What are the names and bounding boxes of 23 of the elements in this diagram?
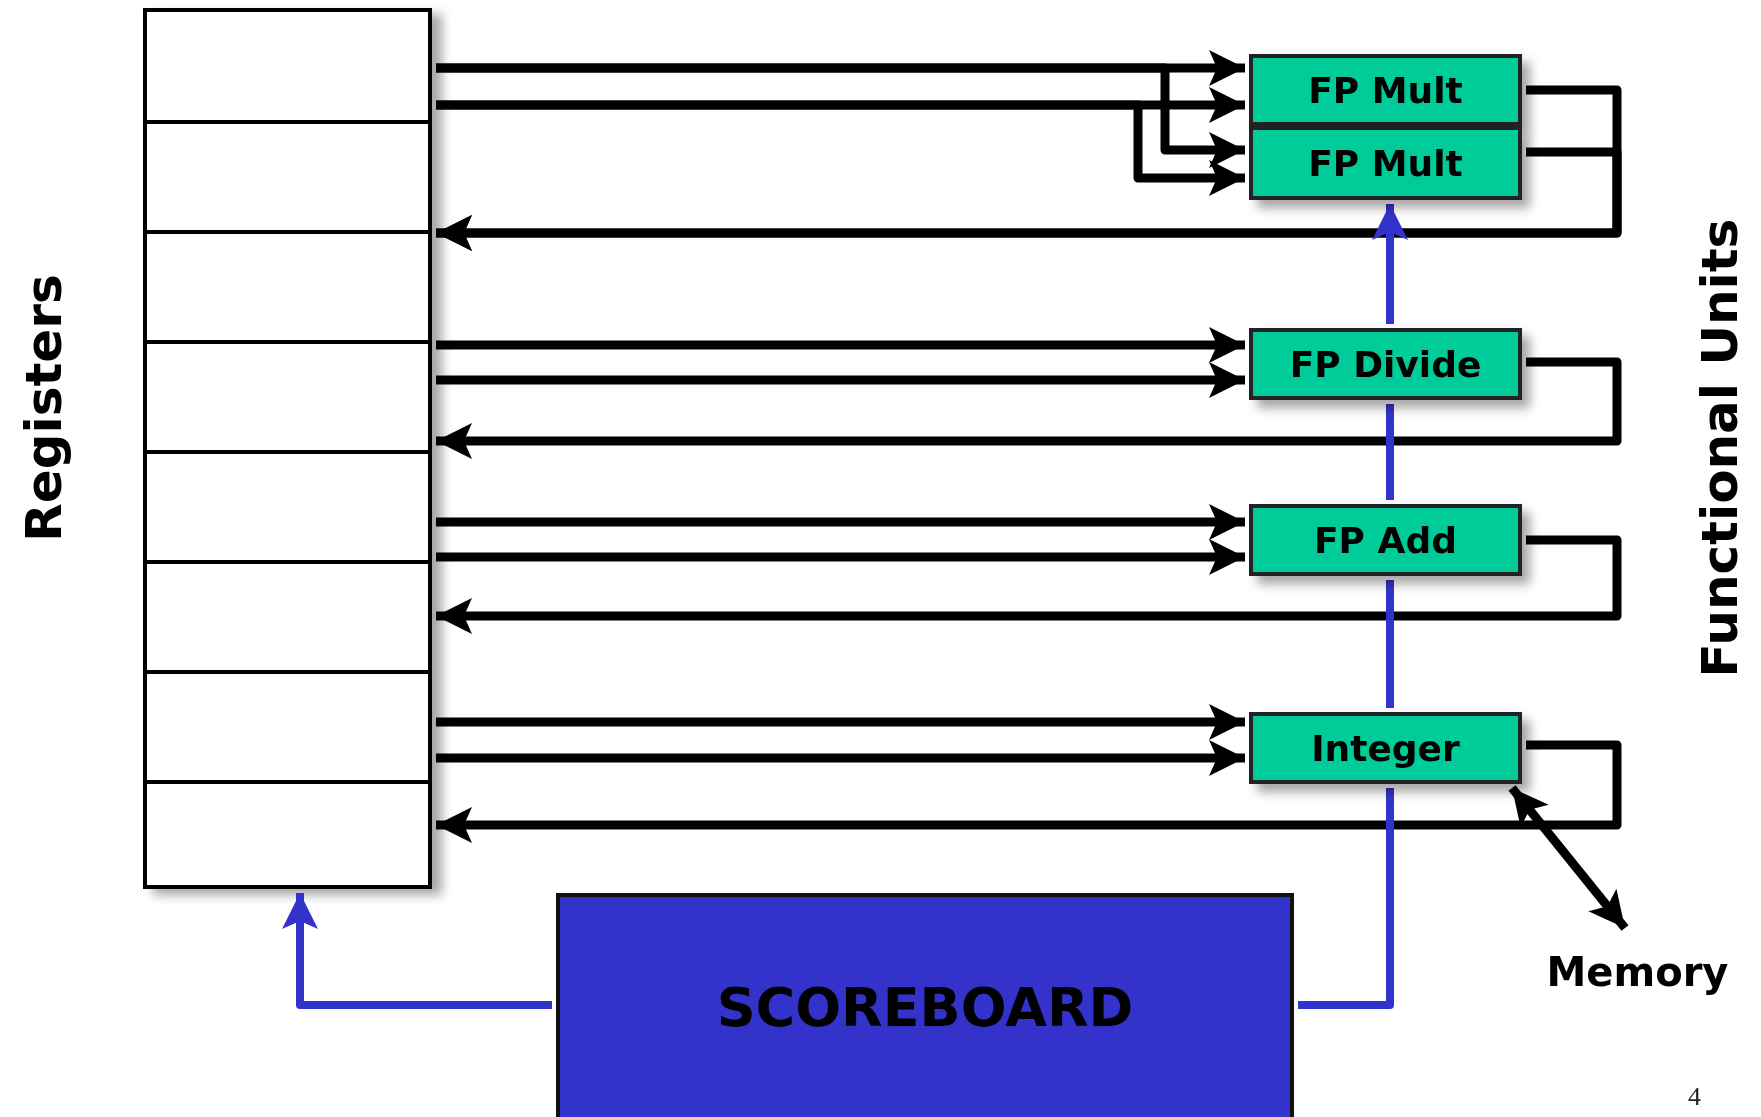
arrow bbox=[436, 362, 1245, 398]
page-number: 4 bbox=[1688, 1082, 1701, 1112]
arrow bbox=[436, 63, 1245, 168]
memory-label: Memory bbox=[1530, 932, 1745, 1012]
functional-unit-box: FP Mult bbox=[1249, 126, 1522, 200]
arrow bbox=[436, 147, 1622, 251]
scoreboard-box: SCOREBOARD bbox=[556, 893, 1294, 1117]
vertical-label: Functional Units bbox=[1691, 218, 1749, 678]
arrow bbox=[436, 357, 1622, 459]
arrow bbox=[436, 504, 1245, 540]
functional-unit-box: Integer bbox=[1249, 712, 1522, 784]
functional-unit-box: FP Add bbox=[1249, 504, 1522, 576]
arrow bbox=[436, 100, 1245, 196]
arrow bbox=[436, 740, 1622, 843]
functional-unit-box: FP Mult bbox=[1249, 54, 1522, 126]
arrow bbox=[436, 704, 1245, 740]
arrow bbox=[436, 327, 1245, 363]
functional-unit-box: FP Divide bbox=[1249, 328, 1522, 400]
vertical-label: Registers bbox=[15, 274, 73, 542]
arrow bbox=[436, 539, 1245, 575]
arrow bbox=[436, 535, 1622, 634]
arrow bbox=[1508, 785, 1629, 931]
arrow bbox=[436, 740, 1245, 776]
